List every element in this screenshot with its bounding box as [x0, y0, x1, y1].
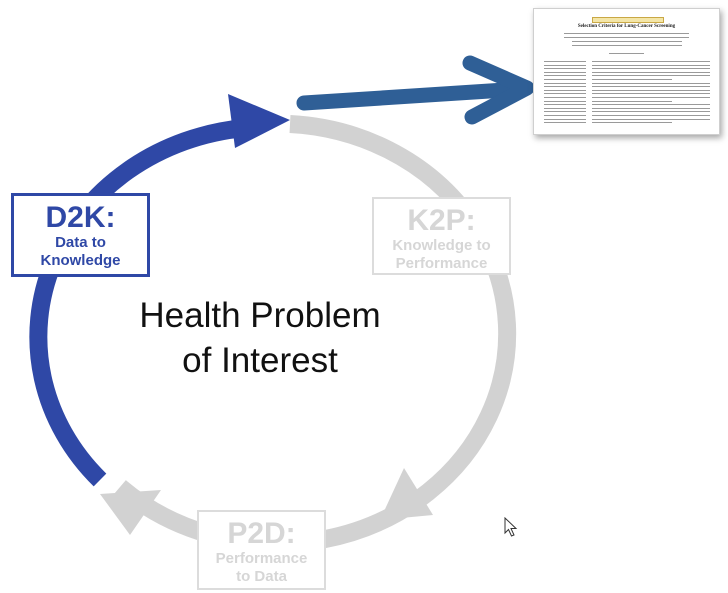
- paper-header-band: [592, 17, 664, 23]
- paper-text-line: [572, 41, 682, 42]
- stage-box-k2p: K2P: Knowledge to Performance: [372, 197, 511, 275]
- paper-text-line: [592, 107, 710, 109]
- paper-text-line: [592, 64, 710, 66]
- paper-text-line: [609, 53, 644, 54]
- k2p-arrowhead: [380, 468, 433, 520]
- paper-text-line: [592, 89, 710, 91]
- stage-label-line2: Performance: [395, 255, 488, 272]
- paper-text-line: [592, 93, 710, 95]
- arrow-shaft: [296, 82, 513, 111]
- center-title-line1: Health Problem: [139, 296, 381, 335]
- center-title: Health Problem of Interest: [110, 293, 410, 383]
- paper-text-line: [592, 71, 710, 73]
- paper-text-line: [592, 75, 710, 77]
- stage-label-line1: Performance: [215, 550, 308, 567]
- paper-text-line: [544, 118, 586, 120]
- paper-text-line: [564, 37, 689, 38]
- paper-text-line: [592, 61, 710, 62]
- paper-text-line: [592, 82, 710, 84]
- paper-text-line: [544, 89, 586, 91]
- paper-text-line: [544, 115, 586, 116]
- paper-text-line: [592, 111, 710, 113]
- paper-text-line: [592, 115, 710, 116]
- paper-text-line: [592, 79, 672, 80]
- paper-thumbnail: Selection Criteria for Lung-Cancer Scree…: [533, 8, 720, 135]
- paper-text-line: [564, 33, 689, 34]
- center-title-line2: of Interest: [182, 341, 338, 380]
- paper-text-line: [544, 79, 586, 80]
- paper-text-line: [544, 97, 586, 98]
- paper-text-line: [592, 68, 710, 70]
- stage-box-d2k: D2K: Data to Knowledge: [11, 193, 150, 277]
- p2d-arrowhead: [100, 490, 161, 535]
- paper-text-line: [544, 86, 586, 88]
- stage-code: D2K:: [45, 201, 116, 234]
- paper-text-line: [544, 111, 586, 113]
- stage-label-line1: Knowledge to: [392, 237, 491, 254]
- stage-label-line2: Knowledge: [40, 252, 121, 269]
- paper-text-line: [592, 97, 710, 98]
- paper-text-line: [592, 86, 710, 88]
- paper-text-line: [592, 104, 710, 106]
- stage-label-line1: Data to: [55, 234, 106, 251]
- paper-title: Selection Criteria for Lung-Cancer Scree…: [577, 24, 676, 29]
- paper-text-line: [544, 93, 586, 95]
- paper-text-line: [544, 82, 586, 84]
- paper-text-line: [544, 71, 586, 73]
- paper-text-line: [592, 100, 672, 102]
- paper-text-line: [592, 122, 672, 124]
- paper-text-line: [544, 104, 586, 106]
- paper-text-line: [572, 45, 682, 46]
- paper-text-line: [544, 64, 586, 66]
- stage-code: P2D:: [227, 517, 296, 550]
- d2k-arrowhead: [228, 94, 290, 148]
- paper-text-line: [544, 100, 586, 102]
- mouse-pointer-icon: [504, 517, 518, 537]
- paper-text-line: [544, 122, 586, 124]
- stage-box-p2d: P2D: Performance to Data: [197, 510, 326, 590]
- stage-code: K2P:: [407, 204, 476, 237]
- right-arrow-icon: [462, 55, 535, 125]
- paper-text-line: [544, 75, 586, 77]
- paper-text-line: [544, 107, 586, 109]
- paper-text-line: [592, 118, 710, 120]
- paper-text-line: [544, 68, 586, 70]
- stage-label-line2: to Data: [236, 568, 287, 585]
- paper-text-line: [544, 61, 586, 62]
